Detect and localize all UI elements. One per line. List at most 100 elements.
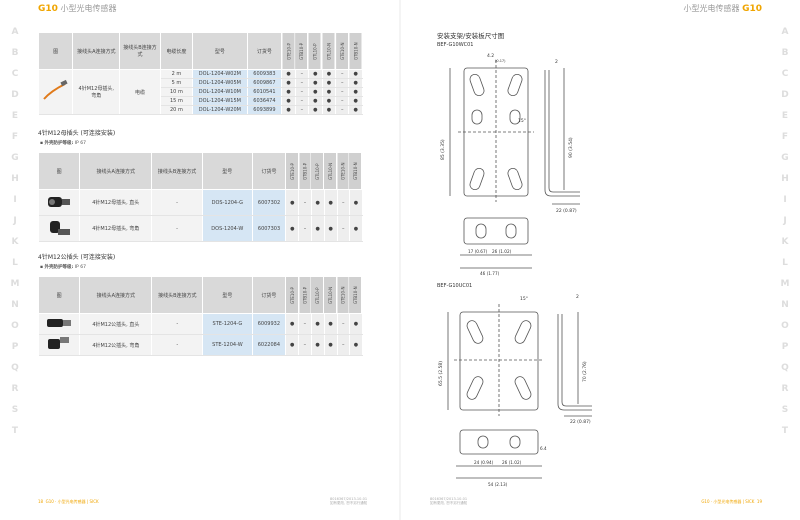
dash-cell: – [335,105,350,115]
side-index-letter: S [781,405,789,415]
table-row: 4针M12公插头, 直头 - STE-1204-G 6009932 ●–●●–● [38,313,364,335]
dash-cell: – [335,69,350,79]
dim-label: 15° [520,296,528,302]
bracket1-drawing: 4.2 (0.17) 2 85 (3.35) 90 (3.54) 22 (0.8… [440,53,580,276]
dot-cell: ● [348,69,363,79]
conn-b-cell: - [151,189,203,216]
dash-cell: – [295,96,309,106]
dot-cell: ● [349,189,364,216]
dim-label: 17 (0.67) [468,249,488,254]
protection-label: 外壳防护等级: [44,265,74,270]
col-variant: GTB10-N [349,276,363,314]
col-order: 订货号 [246,32,283,70]
connector-image [38,334,81,356]
side-index-letter: F [11,132,19,142]
left-page-header: G10 小型光电传感器 [38,3,116,14]
col-conn-a: 接线头A连接方式 [79,276,153,314]
col-model: 型号 [192,32,248,70]
conn-a-cell: 4针M12母插头, 弯角 [79,215,153,242]
dim-label: (0.17) [495,59,506,63]
dot-cell: ● [311,334,325,356]
right-page-header: 小型光电传感器 G10 [684,3,762,14]
dash-cell: – [295,105,309,115]
dim-label: 90 (3.54) [568,137,574,158]
order-cell: 6093899 [247,105,283,115]
dot-cell: ● [285,215,300,242]
footer-meta-line: 8016367/2013-10-01 [430,497,468,501]
order-cell: 6036474 [247,96,283,106]
dot-cell: ● [308,87,323,97]
side-index-letter: M [10,279,20,289]
dot-cell: ● [348,96,363,106]
col-variant: GTE10-P [285,152,299,190]
order-cell: 6009932 [252,313,287,335]
right-footer: G10 · 小型光电传感器 | SICK 19 [701,499,762,505]
conn-a-cell: 4针M12母插头, 直头 [79,189,153,216]
side-index-letter: N [11,300,19,310]
dim-label: 2 [576,294,579,300]
dot-cell: ● [311,313,325,335]
drawings-title: 安装支架/安装板尺寸图 [437,32,505,40]
side-index-letter: F [781,132,789,142]
footer-meta-line: 如有更改, 恕不另行通知 [430,501,468,505]
table-row: 4针M12母插头, 弯角 - DOS-1204-W 6007303 ●–●●–● [38,215,364,242]
side-index-letter: I [13,195,17,205]
dot-cell: ● [348,105,363,115]
male-straight-connector [46,319,71,327]
footer-meta-line: 如有更改, 恕不另行通知 [330,501,368,505]
col-model: 型号 [202,276,253,314]
dot-cell: ● [281,78,296,88]
side-index-letter: L [782,258,788,268]
model-cell: DOL-1204-W15M [192,96,248,106]
side-index-letter: C [781,69,789,79]
dot-cell: ● [324,313,338,335]
conn-b-cell: - [151,313,204,335]
order-cell: 6007303 [252,215,287,242]
dot-cell: ● [322,69,337,79]
connector-image [38,313,81,335]
col-variant: GTE10-N [335,32,349,70]
col-order: 订货号 [251,152,287,190]
dot-cell: ● [348,87,363,97]
female-angled-connector [49,220,70,235]
dot-cell: ● [281,105,296,115]
dot-cell: ● [322,105,337,115]
dash-cell: – [337,313,350,335]
brand-label: G10 [38,4,58,14]
dim-label: 2 [555,59,558,65]
side-index-letter: C [11,69,19,79]
length-cell: 5 m [160,78,194,88]
conn-b-cell: - [151,215,203,242]
page-number: 19 [756,499,762,504]
side-index-letter: P [11,342,19,352]
model-cell: STE-1204-W [202,334,253,356]
dot-cell: ● [281,87,296,97]
dim-label: 65.5 (2.58) [438,361,444,386]
dot-cell: ● [311,215,325,242]
male-connector-table: 图 接线头A连接方式 接线头B连接方式 型号 订货号 GTE10-P GTB10… [37,276,364,356]
section-subtitle: ▪ 外壳防护等级: IP 67 [40,265,86,270]
side-index-letter: K [781,237,789,247]
side-index-letter: H [781,174,789,184]
side-index-letter: N [781,300,789,310]
dim-label: 26 (1.02) [502,460,522,465]
col-variant: GTL10-P [311,276,325,314]
dot-cell: ● [281,69,296,79]
dot-cell: ● [322,87,337,97]
connector-image [38,189,81,216]
side-index-letter: M [780,279,790,289]
conn-a-cell: 4针M12公插头, 直头 [79,313,153,335]
side-index-letter: A [781,27,789,37]
side-index-letter: G [781,153,789,163]
male-angled-connector [47,337,69,349]
dash-cell: – [298,313,312,335]
length-cell: 10 m [160,87,194,97]
col-variant: GTE10-N [337,152,350,190]
dim-label: 70 (2.76) [582,361,588,382]
dot-cell: ● [349,334,364,356]
dash-cell: – [295,69,309,79]
dim-label: 4.2 [487,53,494,59]
